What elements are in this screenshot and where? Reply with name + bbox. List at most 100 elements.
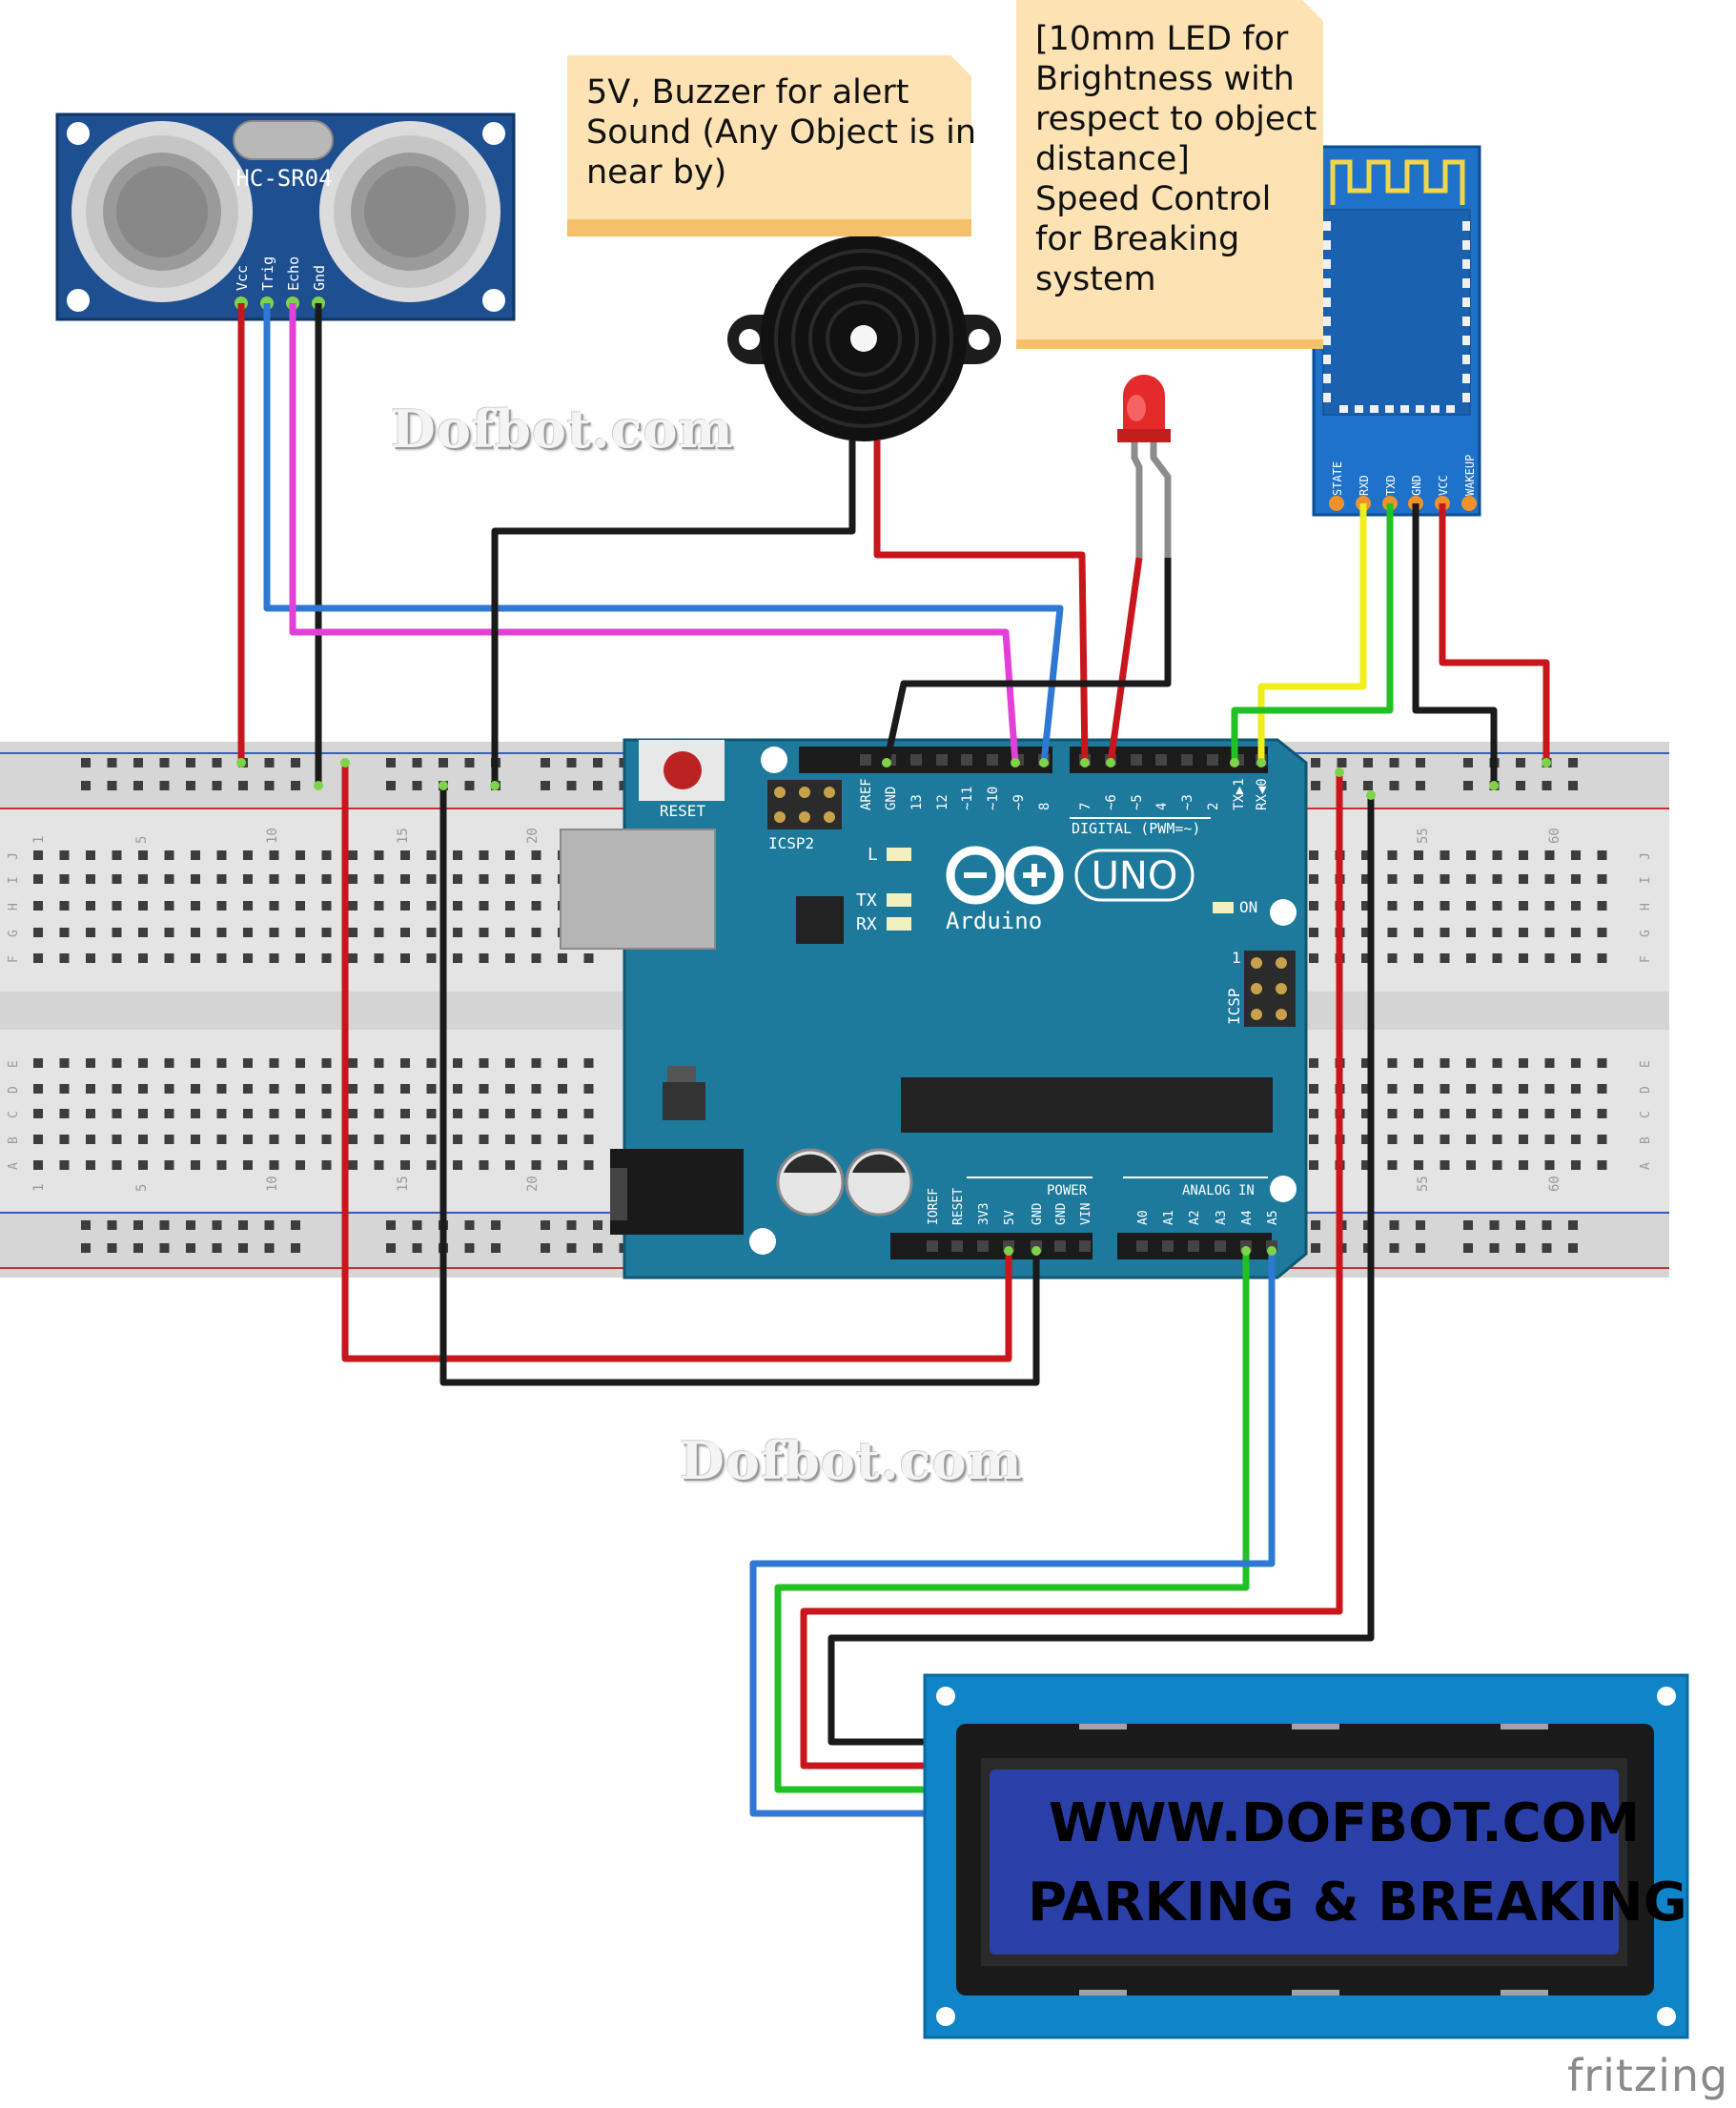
breadboard-hole bbox=[1440, 1058, 1450, 1068]
breadboard-hole bbox=[531, 1109, 541, 1118]
rail-hole bbox=[412, 758, 422, 767]
bt-pad bbox=[1323, 240, 1331, 250]
wire-end bbox=[1542, 758, 1551, 767]
breadboard-hole bbox=[243, 1058, 253, 1068]
breadboard-hole bbox=[112, 1084, 122, 1094]
column-number: 20 bbox=[525, 1176, 541, 1192]
analog-pin-label: A4 bbox=[1240, 1210, 1255, 1225]
breadboard-hole bbox=[86, 850, 95, 860]
breadboard-hole bbox=[1571, 1109, 1581, 1118]
breadboard-hole bbox=[1466, 928, 1476, 937]
breadboard-hole bbox=[164, 953, 174, 963]
breadboard-hole bbox=[191, 1084, 200, 1094]
breadboard-hole bbox=[138, 1084, 148, 1094]
rail-hole bbox=[291, 1220, 300, 1230]
row-letter: A bbox=[7, 1162, 21, 1170]
breadboard-hole bbox=[164, 1135, 174, 1144]
rail-hole bbox=[81, 781, 91, 790]
breadboard-hole bbox=[1492, 1058, 1502, 1068]
breadboard-hole bbox=[164, 1109, 174, 1118]
breadboard-hole bbox=[59, 1135, 70, 1144]
arduino-uno: RESET ICSP2 L TX RX UNO Arduino O bbox=[560, 738, 1308, 1279]
rail-hole bbox=[291, 1243, 300, 1253]
breadboard-hole bbox=[1544, 928, 1555, 937]
rail-hole bbox=[238, 1220, 248, 1230]
led-l-label: L bbox=[868, 845, 878, 865]
power-pin bbox=[977, 1240, 989, 1252]
breadboard-hole bbox=[1519, 1058, 1528, 1068]
bt-pad bbox=[1385, 405, 1394, 413]
digital-pin bbox=[987, 754, 998, 766]
icsp2-label: ICSP2 bbox=[768, 834, 814, 852]
rail-hole bbox=[159, 1220, 170, 1230]
rail-hole bbox=[1489, 1220, 1500, 1230]
rail-hole bbox=[1389, 1220, 1399, 1230]
breadboard-hole bbox=[1519, 953, 1528, 963]
breadboard-hole bbox=[505, 850, 515, 860]
breadboard-hole bbox=[1361, 1084, 1371, 1094]
column-number: 10 bbox=[265, 1176, 280, 1192]
wire-end bbox=[1039, 758, 1049, 767]
digital-pin-label: ~11 bbox=[960, 787, 975, 810]
breadboard-hole bbox=[86, 928, 95, 937]
breadboard-hole bbox=[112, 874, 122, 884]
breadboard-hole bbox=[1387, 953, 1398, 963]
breadboard-hole bbox=[59, 1109, 70, 1118]
breadboard-hole bbox=[321, 1084, 332, 1094]
breadboard-hole bbox=[348, 901, 357, 911]
digital-pin bbox=[936, 754, 948, 766]
row-letter: D bbox=[7, 1086, 21, 1094]
digital-pin-label: RX◀0 bbox=[1255, 778, 1270, 810]
breadboard-hole bbox=[216, 1084, 227, 1094]
breadboard-hole bbox=[1571, 850, 1581, 860]
rail-hole bbox=[1311, 1243, 1320, 1253]
wire-end bbox=[1267, 1246, 1276, 1256]
breadboard-hole bbox=[505, 874, 515, 884]
breadboard-hole bbox=[505, 901, 515, 911]
power-pin-label: 3V3 bbox=[977, 1203, 991, 1225]
breadboard-hole bbox=[1361, 1109, 1371, 1118]
power-pin bbox=[1079, 1240, 1091, 1252]
breadboard-hole bbox=[33, 1109, 43, 1118]
breadboard-hole bbox=[243, 901, 253, 911]
rail-hole bbox=[238, 1243, 248, 1253]
breadboard-hole bbox=[269, 1058, 279, 1068]
breadboard-hole bbox=[138, 1135, 148, 1144]
breadboard-hole bbox=[583, 1058, 594, 1068]
breadboard-hole bbox=[191, 1160, 200, 1170]
breadboard-hole bbox=[531, 901, 541, 911]
breadboard-hole bbox=[1544, 1160, 1555, 1170]
breadboard-hole bbox=[426, 1058, 437, 1068]
bt-pad bbox=[1416, 405, 1424, 413]
breadboard-hole bbox=[1597, 874, 1607, 884]
breadboard-hole bbox=[112, 901, 122, 911]
bt-pin bbox=[1461, 496, 1477, 511]
rail-hole bbox=[1568, 1243, 1578, 1253]
breadboard-hole bbox=[453, 1135, 462, 1144]
breadboard-hole bbox=[296, 1135, 305, 1144]
wire-bt-rxd bbox=[1257, 503, 1367, 763]
breadboard-hole bbox=[296, 901, 305, 911]
breadboard-hole bbox=[1387, 928, 1398, 937]
breadboard-hole bbox=[86, 1084, 95, 1094]
breadboard-hole bbox=[86, 1135, 95, 1144]
breadboard-hole bbox=[1597, 850, 1607, 860]
breadboard-hole bbox=[374, 874, 384, 884]
digital-pin bbox=[1181, 754, 1193, 766]
breadboard-hole bbox=[1571, 874, 1581, 884]
bt-pin-label: GND bbox=[1410, 475, 1423, 496]
breadboard-hole bbox=[531, 1135, 541, 1144]
rail-hole bbox=[159, 1243, 170, 1253]
breadboard-hole bbox=[348, 1135, 357, 1144]
voltage-regulator bbox=[663, 1082, 705, 1120]
rail-hole bbox=[133, 758, 143, 767]
rail-hole bbox=[212, 758, 222, 767]
row-letter: J bbox=[1639, 852, 1653, 860]
analog-pin-label: A5 bbox=[1266, 1210, 1280, 1225]
breadboard-hole bbox=[1571, 953, 1581, 963]
watermark: Dofbot.com bbox=[680, 1430, 1023, 1491]
breadboard-hole bbox=[400, 1109, 410, 1118]
breadboard-hole bbox=[191, 928, 200, 937]
breadboard-hole bbox=[1309, 928, 1318, 937]
